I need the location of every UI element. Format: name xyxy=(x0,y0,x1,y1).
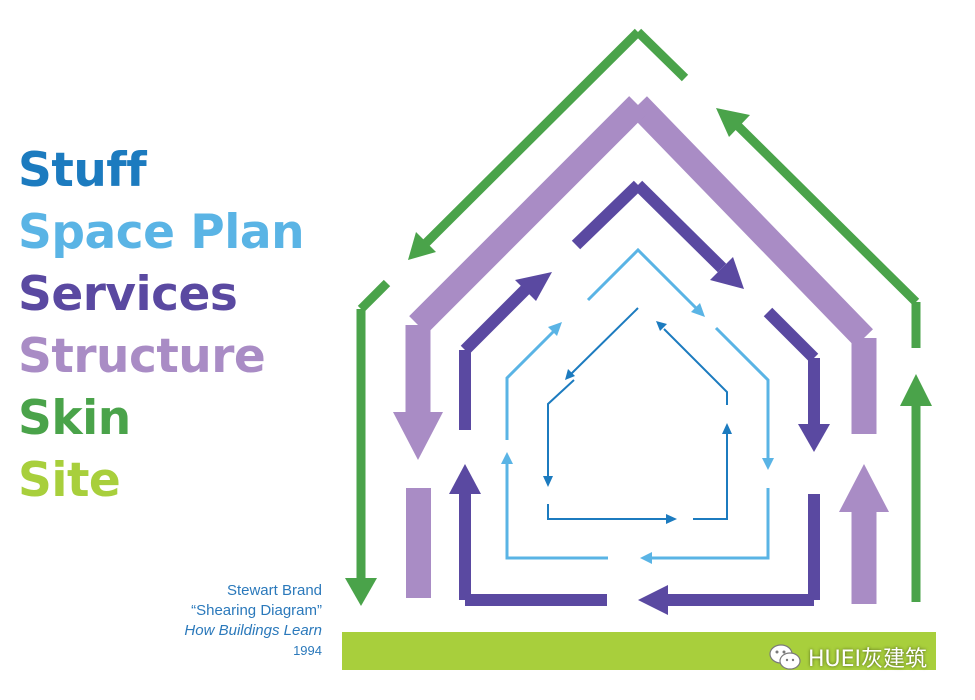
skin-arrow-roof-left xyxy=(408,28,689,260)
stuff-arrow-roof-left xyxy=(565,307,639,380)
space-plan-arrow-roof xyxy=(586,247,705,317)
services-arrow-left-bottom-up xyxy=(449,464,607,606)
site-ground-bar xyxy=(342,632,936,670)
stuff-arrow-right-up xyxy=(693,423,732,520)
legend-stuff: Stuff xyxy=(18,143,147,198)
credit-diagram-name: “Shearing Diagram” xyxy=(191,602,322,619)
stuff-arrow-bottom-right xyxy=(547,504,677,524)
services-arrow-left-up xyxy=(459,272,552,430)
stuff-arrow-roof-right xyxy=(656,321,728,405)
legend-structure: Structure xyxy=(18,329,266,384)
legend-services: Services xyxy=(18,267,238,322)
skin-arrow-right-up xyxy=(900,374,932,602)
services-arrow-bottom-left xyxy=(638,494,820,615)
skin-layer xyxy=(345,28,932,606)
watermark: HUEI灰建筑 xyxy=(768,640,927,674)
services-layer xyxy=(449,180,830,615)
structure-arrow-roof-left xyxy=(393,96,877,460)
skin-arrow-left-down xyxy=(345,279,391,606)
services-arrow-right-down xyxy=(763,307,830,452)
layer-legend: Stuff Space Plan Services Structure Skin… xyxy=(18,140,305,512)
structure-layer xyxy=(393,96,889,604)
legend-space-plan: Space Plan xyxy=(18,205,305,260)
credit-block: Stewart Brand “Shearing Diagram” How Bui… xyxy=(184,581,322,661)
space-plan-arrow-roof-left xyxy=(505,322,562,440)
structure-bar-left-bottom xyxy=(406,488,431,598)
skin-arrow-roof-right xyxy=(716,108,921,348)
credit-author: Stewart Brand xyxy=(226,582,322,599)
legend-site: Site xyxy=(18,453,121,508)
watermark-text: HUEI灰建筑 xyxy=(808,647,928,672)
services-arrow-roof xyxy=(571,180,744,289)
wechat-icon xyxy=(769,644,801,670)
structure-arrow-right-up xyxy=(839,464,889,604)
stuff-layer xyxy=(543,307,732,524)
space-plan-arrow-right-down xyxy=(714,326,774,470)
credit-year: 1994 xyxy=(293,643,322,658)
space-plan-arrow-left-up xyxy=(501,452,608,560)
credit-book-title: How Buildings Learn xyxy=(184,622,322,639)
stuff-arrow-left-down xyxy=(543,379,575,487)
space-plan-arrow-bottom-left xyxy=(640,488,770,564)
space-plan-layer xyxy=(501,247,774,564)
legend-skin: Skin xyxy=(18,391,131,446)
